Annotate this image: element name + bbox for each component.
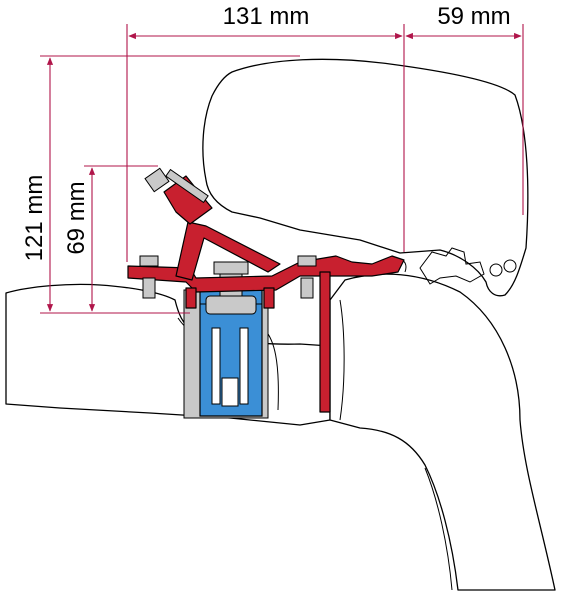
width-extension-label: 59 mm xyxy=(437,3,510,30)
clamp-bolt xyxy=(144,167,209,204)
dimension-width-extension: 59 mm xyxy=(405,3,524,215)
dimension-height-bracket: 69 mm xyxy=(63,165,158,312)
height-bracket-label: 69 mm xyxy=(63,181,90,254)
plate-bolts xyxy=(139,255,317,299)
awning-housing xyxy=(202,58,529,297)
height-total-label: 121 mm xyxy=(21,175,48,262)
dimension-height-total: 121 mm xyxy=(21,55,300,314)
vehicle-roof-outline xyxy=(5,273,556,591)
width-main-label: 131 mm xyxy=(223,3,310,30)
dimension-width-main: 131 mm xyxy=(126,3,405,262)
adapter-bracket xyxy=(127,175,405,413)
